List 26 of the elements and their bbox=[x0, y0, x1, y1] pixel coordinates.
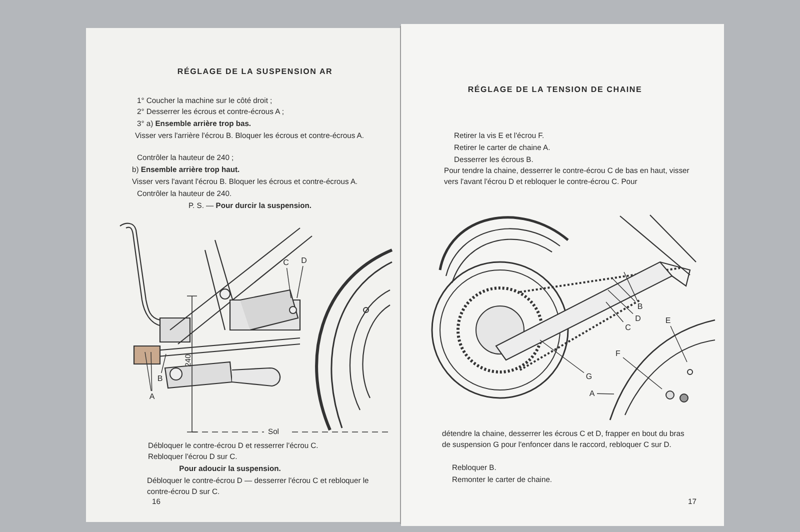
page-heading: RÉGLAGE DE LA TENSION DE CHAINE bbox=[466, 84, 644, 95]
leader-line bbox=[150, 352, 152, 392]
part-letter: C bbox=[624, 323, 632, 332]
part-letter: A bbox=[148, 392, 156, 401]
leader-line bbox=[622, 357, 662, 390]
part-letter: B bbox=[156, 374, 164, 383]
part-letter: D bbox=[634, 314, 642, 323]
leader-line bbox=[596, 393, 614, 394]
leader-line bbox=[296, 266, 304, 298]
leader-line bbox=[540, 340, 584, 374]
part-letter: C bbox=[282, 258, 290, 267]
leader-line bbox=[161, 354, 166, 374]
leader-line bbox=[670, 326, 688, 362]
part-letter: D bbox=[300, 256, 308, 265]
leader-line bbox=[624, 272, 638, 302]
part-letter: A bbox=[588, 389, 596, 398]
part-letter: E bbox=[664, 316, 672, 325]
leader-line bbox=[606, 302, 624, 322]
leader-line bbox=[612, 278, 636, 302]
part-letter: G bbox=[585, 372, 593, 381]
part-letter: B bbox=[636, 302, 644, 311]
leader-line bbox=[286, 268, 292, 298]
leader-line bbox=[144, 352, 152, 392]
page-heading: RÉGLAGE DE LA SUSPENSION AR bbox=[176, 66, 334, 77]
leader-line bbox=[608, 290, 634, 314]
part-letter: F bbox=[614, 349, 622, 358]
